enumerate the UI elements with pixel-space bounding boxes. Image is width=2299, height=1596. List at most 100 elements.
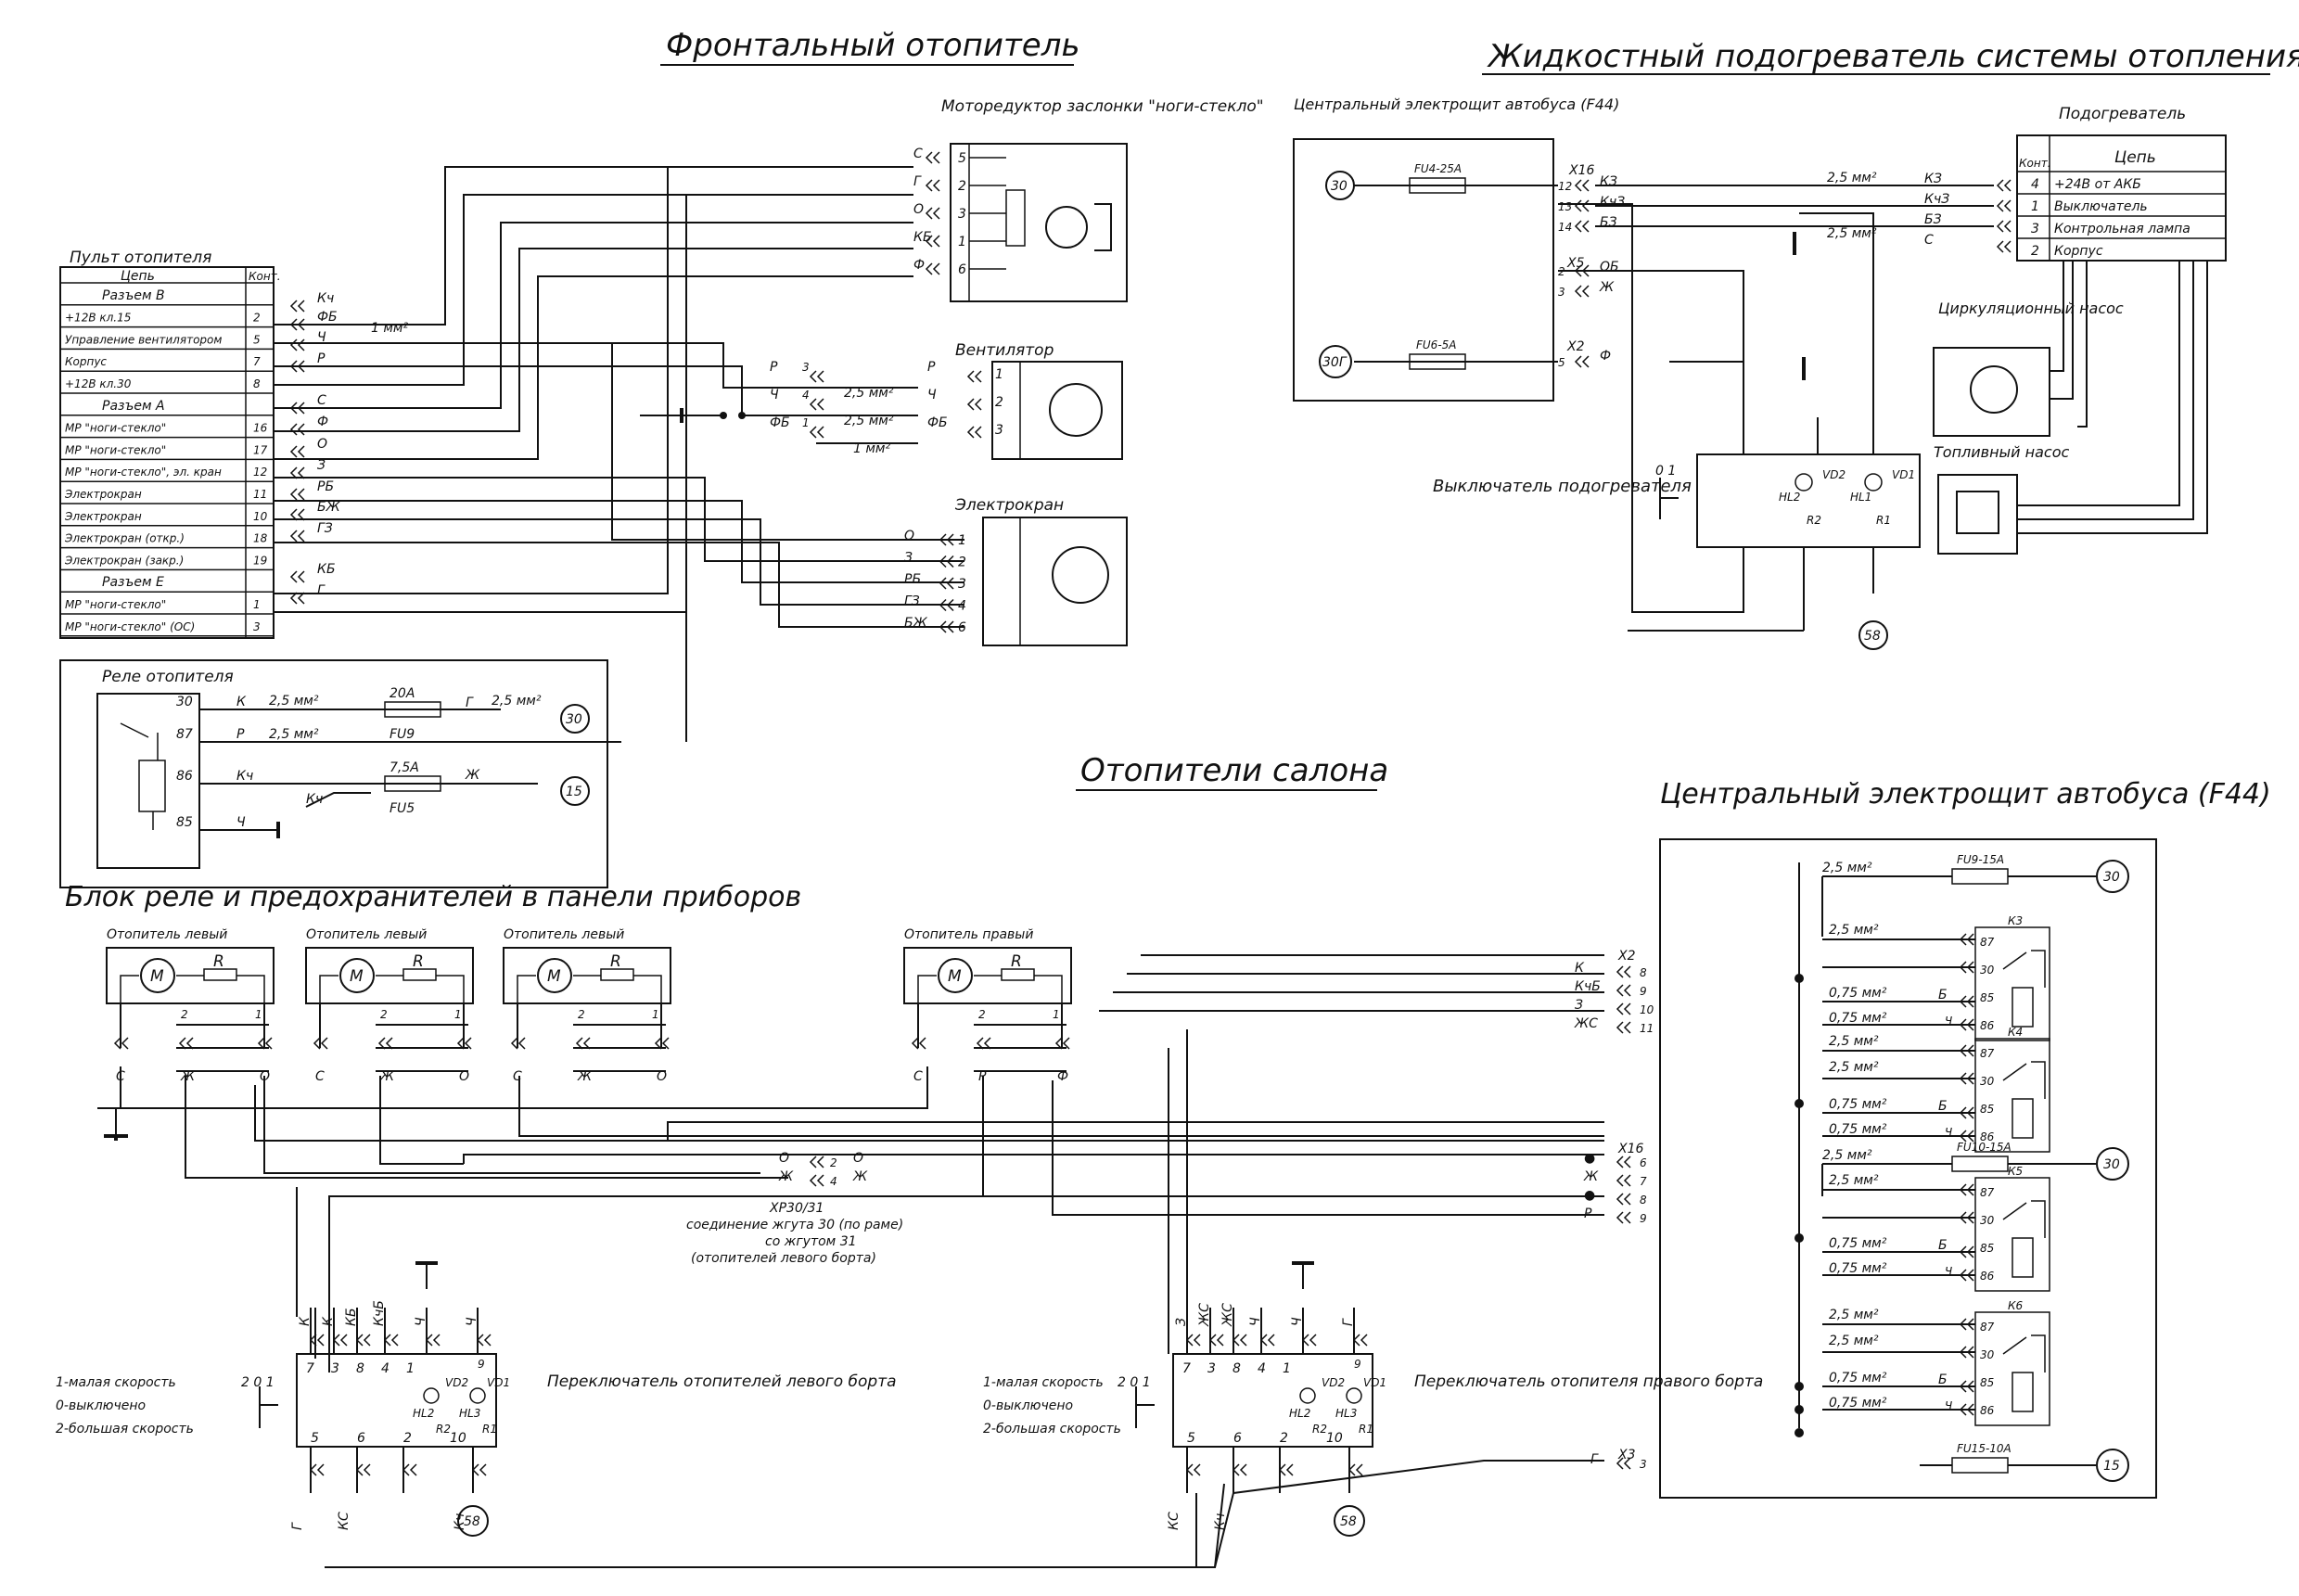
fan-pin-num-right: 3 — [995, 423, 1003, 438]
liquid-hl1: HL1 — [1850, 491, 1871, 504]
liquid-x16-wire: КчЗ — [1600, 195, 1625, 210]
title-liquid-heater: Жидкостный подогреватель системы отоплен… — [1487, 38, 2299, 75]
pult-row-num: 7 — [253, 355, 261, 368]
relay-title: Реле отопителя — [102, 668, 234, 686]
liquid-vd1: VD1 — [1892, 468, 1915, 481]
pult-row-name: Электрокран — [64, 510, 142, 523]
pult-row-num: 11 — [253, 488, 267, 501]
liquid-vd2: VD2 — [1822, 468, 1846, 481]
cabin-relay-pin: 87 — [1980, 1186, 1995, 1199]
cabin-heater-pin: 2 — [181, 1008, 188, 1021]
switch-right-label: Переключатель отопителя правого борта — [1414, 1373, 1763, 1391]
fan-wire-size-1: 2,5 мм² — [844, 386, 894, 401]
cabin-wire-25: 2,5 мм² — [1829, 1308, 1879, 1322]
heater-row-name: +24В от АКБ — [2054, 177, 2141, 192]
heater-wire-label: С — [1924, 233, 1934, 248]
heater-row-name: Контрольная лампа — [2054, 222, 2190, 236]
cabin-relay-pin: 85 — [1980, 1103, 1994, 1116]
cabin-heater-pin: 2 — [578, 1008, 585, 1021]
speed-legend-1-right: 1-малая скорость — [983, 1375, 1104, 1390]
pult-row-num: 10 — [253, 510, 268, 523]
cabin-relay-ch: Ч — [1945, 1015, 1952, 1028]
switch-vd2: VD2 — [445, 1376, 468, 1389]
liquid-fuse-a: FU4-25A — [1414, 162, 1462, 175]
heater-wire-size-1: 2,5 мм² — [1827, 171, 1877, 185]
switch-wire-label: Ч — [1290, 1317, 1305, 1326]
cabin-relay-ch: Ч — [1945, 1265, 1952, 1278]
cabin-relay-name: К6 — [2008, 1299, 2024, 1312]
cabin-wire-25: 2,5 мм² — [1829, 923, 1879, 938]
liquid-x2: Х2 — [1566, 339, 1585, 354]
relay-kch-label: Кч — [306, 792, 323, 807]
pult-wire-label: Ч — [317, 330, 326, 345]
switch-pin-bot: 6 — [357, 1431, 365, 1446]
speed-legend-2-right: 2-большая скорость — [983, 1422, 1121, 1436]
relay-wire-size-2: 2,5 мм² — [269, 727, 319, 742]
switch-r2: R2 — [436, 1423, 451, 1436]
switch-pin-bot: 5 — [1187, 1431, 1195, 1446]
fan-pin-num-left: 1 — [802, 416, 810, 429]
cabin-relay-pin: 30 — [1980, 964, 1995, 977]
liquid-hl2: HL2 — [1779, 491, 1800, 504]
cabin-x16-num: 9 — [1640, 1212, 1647, 1225]
pult-wire-label: КБ — [317, 562, 336, 577]
cabin-heater-pin: 1 — [652, 1008, 659, 1021]
circ-pump-label: Циркуляционный насос — [1938, 300, 2124, 317]
switch-vd1: VD1 — [1363, 1376, 1386, 1389]
switch-pin-9: 9 — [1354, 1358, 1361, 1371]
switch-wire-label: КБ — [344, 1308, 359, 1326]
switch-pin-bot: 2 — [403, 1431, 412, 1446]
cabin-heater-wire: С — [315, 1069, 325, 1084]
heater-col-circuit: Цепь — [2114, 148, 2156, 167]
cabin-heater-wire: О — [459, 1069, 469, 1084]
cabin-heater-wire: С — [513, 1069, 522, 1084]
pult-wire-size: 1 мм² — [371, 321, 408, 336]
switch-pin-top: 1 — [1283, 1361, 1291, 1376]
cabin-x16-num: 6 — [1640, 1156, 1647, 1169]
pult-row-name: Разъем В — [102, 288, 165, 303]
valve-pin-wire: БЖ — [904, 616, 928, 631]
cabin-wire-075b: 0,75 мм² — [1829, 1261, 1887, 1276]
switch-wire-label: Кч — [453, 1513, 467, 1530]
cabin-heater-pin: 2 — [978, 1008, 986, 1021]
cabin-fuse-wire: 2,5 мм² — [1822, 1148, 1872, 1163]
cabin-relay-pin: 30 — [1980, 1214, 1995, 1227]
cabin-fuse-node: 30 — [2103, 1157, 2120, 1172]
relay-fuse2-rating: 7,5A — [390, 760, 419, 775]
cabin-heater-wire: С — [913, 1069, 923, 1084]
switch-pin-bot: 5 — [311, 1431, 319, 1446]
speed-legend-1-left: 1-малая скорость — [56, 1375, 176, 1390]
pult-row-num: 1 — [253, 598, 261, 611]
cabin-fuse-name: FU15-10A — [1957, 1442, 2012, 1455]
pult-row-name: +12В кл.15 — [65, 312, 131, 325]
cabin-relay-pin: 87 — [1980, 936, 1995, 949]
switch-pin-top: 3 — [331, 1361, 339, 1376]
xp-wire-left: Ж — [778, 1169, 794, 1184]
fan-wire-size-2: 2,5 мм² — [844, 414, 894, 428]
mr-pin-wire: С — [913, 147, 923, 161]
cabin-relay-pin: 86 — [1980, 1404, 1995, 1417]
heater-row-num: 2 — [2031, 244, 2039, 259]
cabin-fuse-name: FU10-15A — [1957, 1141, 2012, 1154]
liquid-x2-num: 5 — [1558, 356, 1565, 369]
heater-switch-label: Выключатель подогревателя — [1433, 477, 1692, 496]
cabin-wire-25: 2,5 мм² — [1829, 1173, 1879, 1188]
relay-fuse1-rating: 20A — [390, 686, 415, 701]
switch-hl2: HL2 — [1289, 1407, 1310, 1420]
motor-reducer-label: Моторедуктор заслонки "ноги-стекло" — [941, 97, 1264, 116]
switch-pin-bot: 10 — [1326, 1431, 1343, 1446]
cabin-fuse-node: 30 — [2103, 870, 2120, 885]
cabin-x16-wire: Ж — [1583, 1169, 1599, 1184]
relay-pin-wire: К — [236, 695, 247, 709]
relay-zh-label: Ж — [465, 768, 480, 783]
pult-row-name: Электрокран (откр.) — [64, 532, 185, 545]
pult-wire-label: ГЗ — [317, 521, 333, 536]
valve-pin-wire: ГЗ — [904, 594, 920, 609]
switch-pin-top: 3 — [1207, 1361, 1216, 1376]
switch-pin-top: 4 — [1258, 1361, 1266, 1376]
cabin-heater-wire: Ф — [1057, 1069, 1068, 1084]
